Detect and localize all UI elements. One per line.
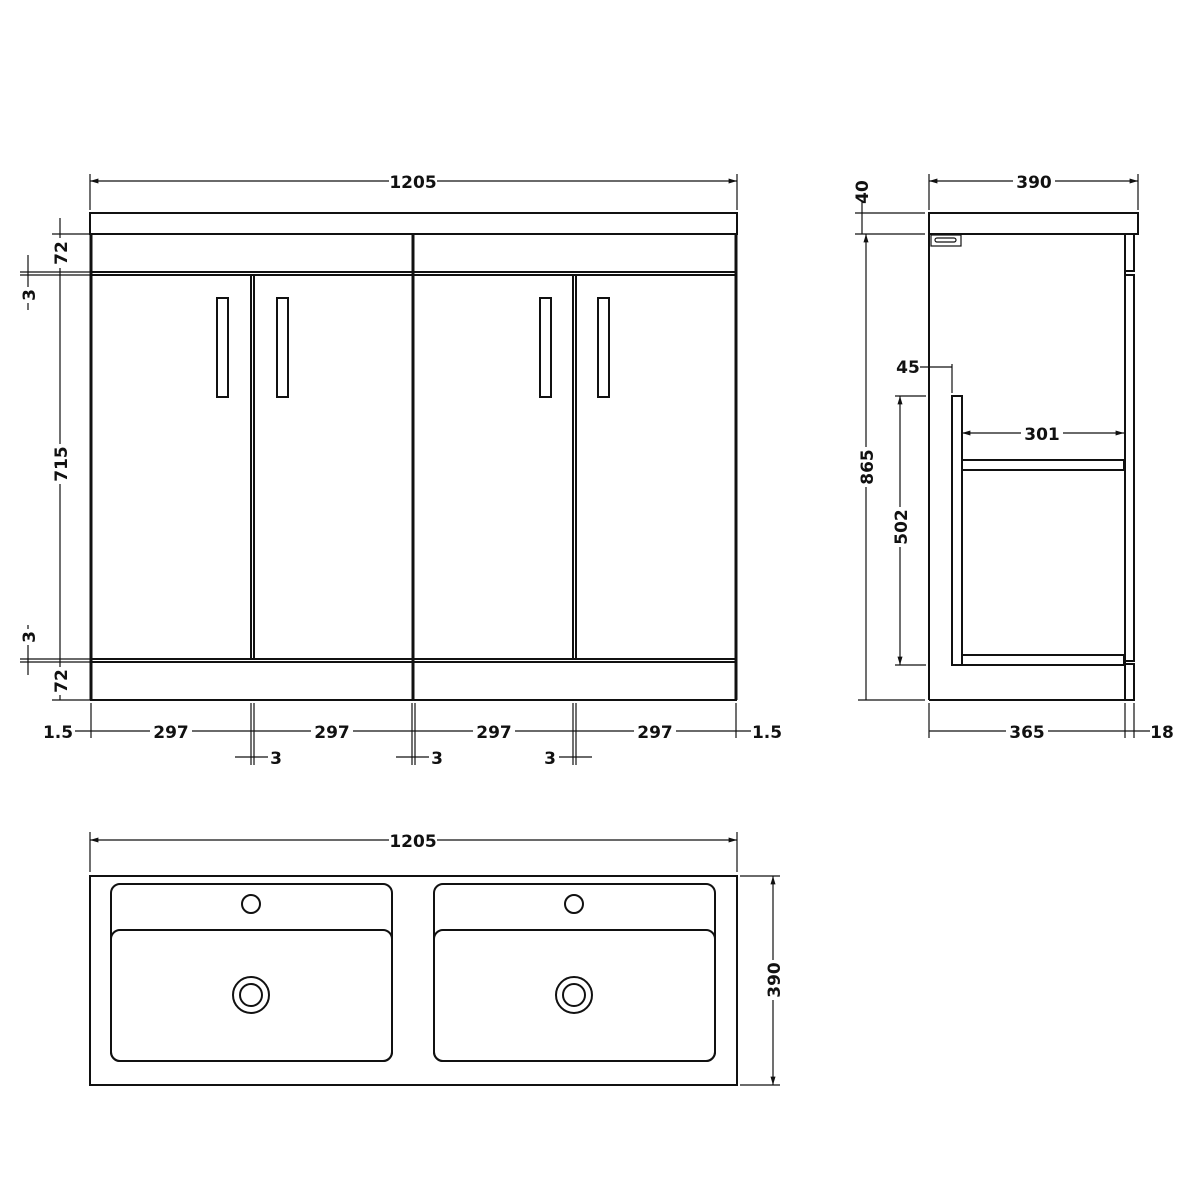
- shelf: [961, 459, 1125, 471]
- dim-label: 3: [270, 749, 282, 769]
- dim-label: 297: [476, 723, 512, 743]
- side-view: 390 40 865 502 45 301 365: [853, 171, 1174, 743]
- dim-top: 1205 390: [89, 830, 785, 1086]
- dim-label: 1.5: [43, 723, 73, 743]
- door-handle: [216, 297, 229, 398]
- dim-label: 3: [20, 631, 40, 643]
- dim-label: 72: [52, 241, 72, 265]
- worktop-front: [89, 212, 738, 235]
- dim-label: 390: [765, 962, 785, 998]
- basin-right: [433, 883, 716, 1062]
- dim-label: 297: [314, 723, 350, 743]
- dim-front-door-widths: 1.5 297 297 297 297 1.5 3 3 3: [42, 703, 783, 769]
- waste-outlet: [232, 976, 270, 1014]
- dim-label: 40: [853, 180, 873, 204]
- dim-label: 297: [153, 723, 189, 743]
- side-drawer-front: [1124, 233, 1135, 272]
- dim-label: 301: [1024, 425, 1060, 445]
- top-view: 1205 390: [89, 830, 785, 1086]
- dim-label: 3: [544, 749, 556, 769]
- door-handle: [539, 297, 552, 398]
- dim-label: 3: [431, 749, 443, 769]
- waste-outlet: [555, 976, 593, 1014]
- door-handle: [276, 297, 289, 398]
- shelf-bottom: [961, 654, 1125, 666]
- dim-label: 365: [1009, 723, 1045, 743]
- dim-label: 715: [52, 446, 72, 482]
- dim-side: 390 40 865 502 45 301 365: [853, 171, 1174, 743]
- side-door-panel: [1124, 274, 1135, 662]
- shelf-back-panel: [951, 395, 963, 666]
- dim-front-heights: 72 3 715 3 72: [18, 218, 90, 701]
- dim-label: 1205: [389, 832, 436, 852]
- dim-label: 1.5: [752, 723, 782, 743]
- tap-hole: [564, 894, 584, 914]
- basin-left: [110, 883, 393, 1062]
- front-view: 1205 72 3 715 3 72: [18, 171, 783, 769]
- dim-label: 865: [858, 449, 878, 485]
- dim-label: 3: [20, 289, 40, 301]
- dim-label: 45: [896, 358, 920, 378]
- worktop-side: [928, 212, 1139, 235]
- dim-label: 1205: [389, 173, 436, 193]
- dim-label: 297: [637, 723, 673, 743]
- dim-label: 502: [892, 509, 912, 545]
- tap-hole: [241, 894, 261, 914]
- dim-label: 18: [1150, 723, 1174, 743]
- dim-front-width: 1205: [89, 171, 738, 210]
- door-handle: [597, 297, 610, 398]
- side-handle: [930, 234, 962, 247]
- basin-top-outline: [89, 875, 738, 1086]
- dim-label: 72: [52, 669, 72, 693]
- dim-label: 390: [1016, 173, 1052, 193]
